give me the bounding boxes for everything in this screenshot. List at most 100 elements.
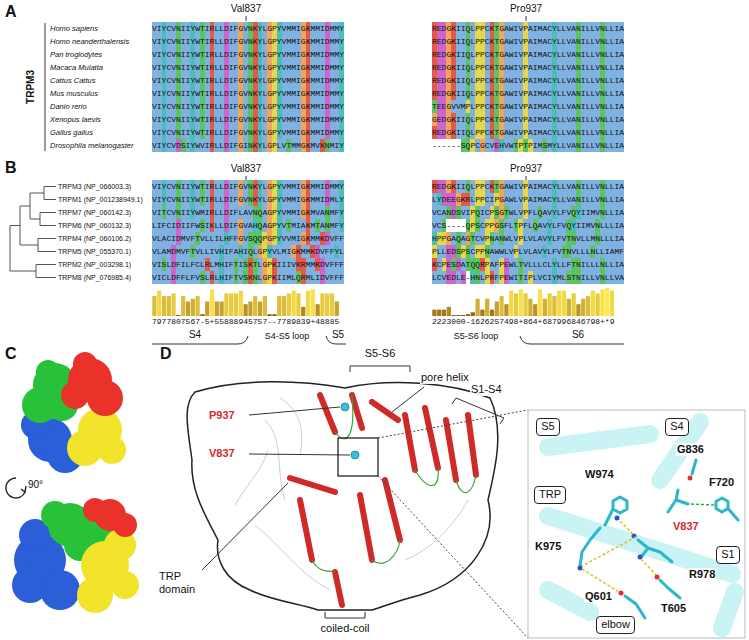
conservation-bars	[263, 296, 267, 316]
conservation-bars	[500, 296, 504, 316]
protein-name: TRPM6 (NP_060132.3)	[58, 219, 131, 232]
conservation-bars	[562, 291, 566, 316]
conservation-bars	[524, 293, 528, 316]
residue-sticks	[676, 490, 678, 500]
residue-label: Pro937	[510, 3, 542, 15]
conservation-bars	[572, 293, 576, 316]
helix-ribbons	[385, 480, 400, 540]
conservation-bars	[476, 299, 480, 316]
helix-ribbons	[335, 572, 342, 605]
conservation-bars	[306, 291, 310, 316]
protein-name: TRPM5 (NP_055370.1)	[58, 245, 131, 258]
residue-sticks	[660, 580, 680, 598]
surface-model	[77, 577, 113, 613]
conservation-bars	[320, 293, 324, 316]
conservation-bars	[176, 315, 180, 316]
conservation-bars	[162, 296, 166, 316]
panel-letter: D	[160, 344, 172, 363]
conservation-bars	[552, 296, 556, 316]
conservation-bars	[543, 299, 547, 316]
sequence-row: VITCVNIIYWMIRLLDIFLAVNQAGPYVMMIGKMVANMFY	[152, 206, 344, 219]
sequence-row: VIYCVNIIYWTIRLLDIFGVNKYLGPYVMMIGKMMIDMMY	[152, 22, 344, 35]
hydrogen-bonds	[641, 559, 656, 575]
surface-model	[40, 570, 80, 610]
residue-sticks	[580, 460, 738, 618]
loop-coils	[312, 395, 476, 572]
conservation-bars	[490, 310, 494, 316]
conservation-bars	[576, 304, 580, 316]
leader-lines	[249, 407, 340, 415]
conservation-bars	[325, 293, 329, 316]
sequence-row: REDGKIIQLPPCKTGAWIVPAIMACYLLVANILLVNLLIA	[432, 180, 624, 193]
helix-tag: TRP	[534, 486, 566, 504]
domain-brackets	[152, 336, 624, 344]
conservation-bars	[296, 293, 300, 316]
conservation-bars	[504, 304, 508, 316]
rotation-arrow	[6, 478, 26, 498]
species-name: Cattus Cattus	[50, 74, 95, 87]
residue-marker	[351, 451, 359, 459]
helix-ribbons	[372, 402, 398, 420]
conservation-bars	[466, 314, 470, 316]
sequence-row: VICLDFFLFVSLRLHIFTVSKNLGPKIIMLQRMLIDVFFF	[152, 271, 344, 284]
surface-contours	[280, 398, 302, 455]
conservation-bars	[461, 315, 465, 316]
species-name: Xenopus laevis	[50, 113, 101, 126]
helix-ribbons	[425, 408, 438, 468]
sequence-row: REDGKIIQLPPCKTGAWIVPAIMACYLLVANILLVNLLIA	[432, 35, 624, 48]
sequence-row: LYDEEGKRLPPCIPGAWLVPAIMACYLLVANILLVNLLIA	[432, 193, 624, 206]
helix-ribbons	[290, 478, 335, 492]
sequence-row: LIFCIDIIFWSIKLLDIFGVAHQAGPYVTMIAKMTANMFY	[152, 219, 344, 232]
residue-sticks	[605, 509, 613, 525]
residue-sticks	[668, 500, 688, 512]
residue-sticks	[613, 497, 627, 513]
conservation-bars	[258, 302, 262, 317]
conservation-bars	[210, 289, 214, 316]
conservation-bars	[581, 299, 585, 316]
surface-model	[67, 430, 103, 466]
conservation-bars	[234, 293, 238, 316]
sequence-row: VISLDFILFCLRLMHIFTISKTLGPKIIIVKRMMKDVFFF	[152, 258, 344, 271]
conservation-bars	[519, 289, 523, 316]
protein-name: TRPM7 (NP_060142.3)	[58, 206, 131, 219]
conservation-bars	[277, 296, 281, 316]
surface-model	[87, 380, 123, 416]
conservation-bars	[248, 302, 252, 317]
conservation-bars	[330, 293, 334, 316]
conservation-bars	[200, 314, 204, 316]
domain-label: S6	[572, 329, 584, 341]
species-name: Mus musculus	[50, 87, 98, 100]
sequence-row: KCPESDATQQRPAFPEWLTVLLLCLYLLFTNILLLNLLIA	[432, 258, 624, 271]
conservation-bars	[610, 291, 614, 316]
conservation-bars	[287, 293, 291, 316]
leader-lines	[249, 454, 350, 455]
conservation-bars	[605, 288, 609, 316]
surface-model	[61, 381, 89, 409]
species-name: Homo neanderthalensis	[50, 35, 129, 48]
residue-label: F720	[708, 476, 735, 489]
conservation-bars	[447, 307, 451, 316]
domain-label: S4-S5 loop	[265, 331, 310, 342]
surface-model	[98, 436, 126, 464]
surface-model	[113, 513, 137, 537]
species-name: Pan troglodytes	[50, 48, 102, 61]
conservation-bars	[272, 314, 276, 316]
protein-name: TRPM8 (NP_076985.4)	[58, 271, 131, 284]
conservation-bars	[452, 315, 456, 316]
hydrogen-bonds	[582, 520, 656, 592]
conservation-bars	[456, 315, 460, 316]
conservation-bars	[509, 291, 513, 316]
domain-label: S4	[189, 329, 201, 341]
species-name: Macaca Mulatta	[50, 61, 103, 74]
species-name: Homo sapiens	[50, 22, 98, 35]
conservation-bars	[548, 293, 552, 316]
residue-label: G836	[676, 443, 705, 456]
conservation-bars	[485, 299, 489, 316]
rotation-arrow	[6, 478, 25, 498]
conservation-bars	[335, 302, 339, 317]
leader-lines	[452, 398, 504, 424]
sequence-row: VLACIDMVFTVLLILHFFGVSQQPGPYVVMIGKMMKDVFF	[152, 232, 344, 245]
conservation-bars	[591, 291, 595, 316]
sequence-row: LCVEDLE-HNLPRFPEWITIPLVCIYMLSTNILLVNLLVA	[432, 271, 624, 284]
alignment-markers	[246, 16, 247, 21]
